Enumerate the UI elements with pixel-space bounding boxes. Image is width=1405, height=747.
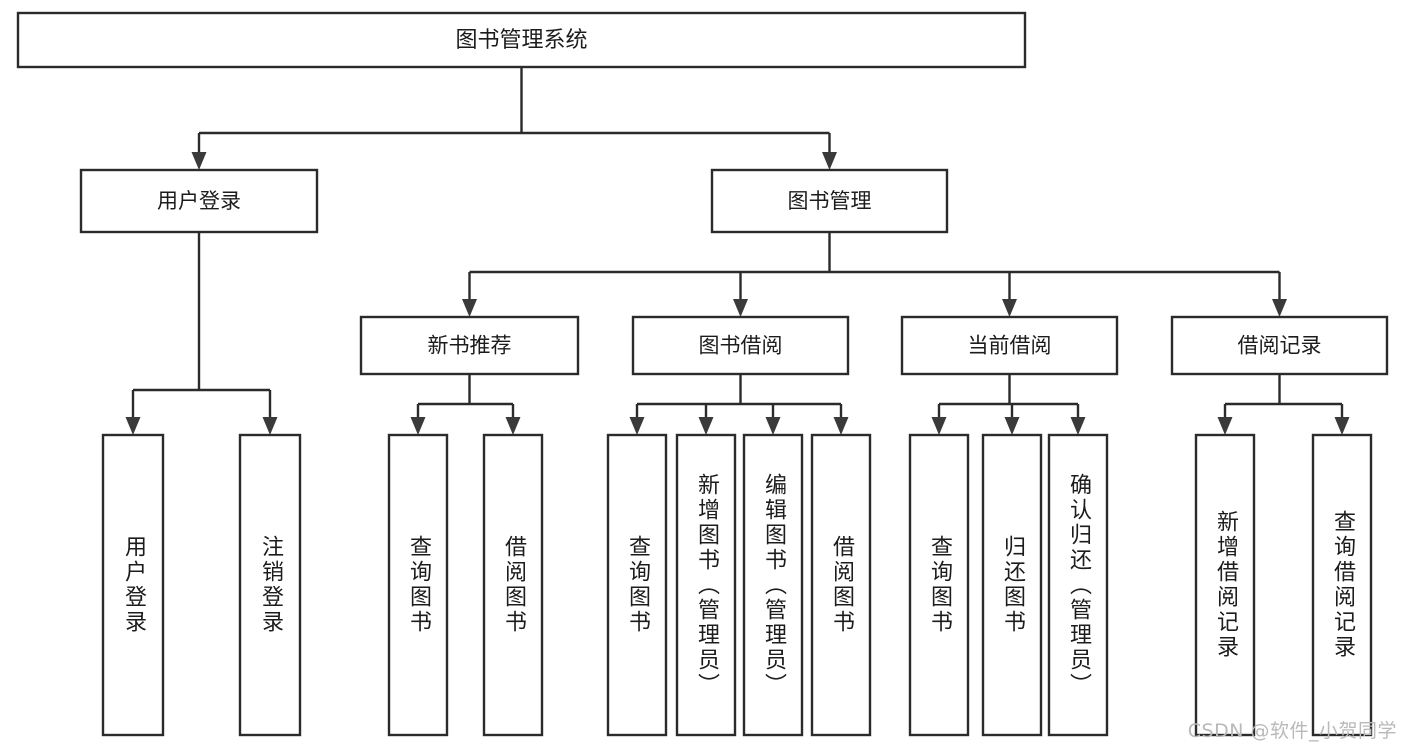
node-l3-2-label: 当前借阅 [968, 334, 1052, 358]
node-l2-1-label: 图书管理 [788, 189, 872, 213]
node-leaf-12-rect[interactable] [1311, 433, 1373, 737]
node-leaf-8[interactable] [908, 433, 970, 737]
node-l3-1-rect[interactable] [631, 315, 850, 376]
node-leaf-9-rect[interactable] [981, 433, 1043, 737]
conn-用户登录-branch-0-arrowhead [125, 417, 141, 435]
node-root[interactable]: 图书管理系统 [16, 11, 1027, 69]
node-leaf-4-rect[interactable] [606, 433, 668, 737]
node-leaf-7[interactable] [810, 433, 872, 737]
node-l2-0[interactable]: 用户登录 [79, 168, 319, 234]
node-leaf-3[interactable] [482, 433, 544, 737]
node-l3-3-rect[interactable] [1170, 315, 1389, 376]
node-leaf-10-rect[interactable] [1047, 433, 1109, 737]
node-l3-1-label: 图书借阅 [699, 334, 783, 358]
node-leaf-5-rect[interactable] [675, 433, 737, 737]
node-l2-1-rect[interactable] [710, 168, 949, 234]
node-l3-0-label: 新书推荐 [428, 334, 512, 358]
conn-借阅记录-branch-0-arrowhead [1217, 417, 1233, 435]
node-leaf-11[interactable] [1194, 433, 1256, 737]
conn-bookmgmt-branch-3-arrowhead [1272, 299, 1287, 317]
watermark-text: CSDN @软件_小贺同学 [1187, 720, 1397, 742]
node-leaf-12[interactable] [1311, 433, 1373, 737]
node-root-label: 图书管理系统 [455, 28, 587, 53]
node-l3-3-label: 借阅记录 [1238, 334, 1322, 358]
node-leaf-1-rect[interactable] [238, 433, 302, 737]
conn-当前借阅-branch-1-arrowhead [1004, 417, 1020, 435]
node-l3-0-rect[interactable] [359, 315, 580, 376]
node-leaf-10[interactable] [1047, 433, 1109, 737]
node-l2-1[interactable]: 图书管理 [710, 168, 949, 234]
conn-新书推荐-branch-1-arrowhead [505, 417, 521, 435]
node-leaf-3-rect[interactable] [482, 433, 544, 737]
node-leaf-6[interactable] [742, 433, 804, 737]
node-l3-2-rect[interactable] [900, 315, 1119, 376]
node-leaf-0-rect[interactable] [101, 433, 165, 737]
node-l2-0-rect[interactable] [79, 168, 319, 234]
node-l3-0[interactable]: 新书推荐 [359, 315, 580, 376]
node-leaf-1[interactable] [238, 433, 302, 737]
node-l3-2[interactable]: 当前借阅 [900, 315, 1119, 376]
conn-root-branch-0-arrowhead [191, 152, 207, 170]
node-leaf-0[interactable] [101, 433, 165, 737]
connectors-layer [125, 67, 1350, 435]
conn-当前借阅-branch-2-arrowhead [1070, 417, 1086, 435]
conn-bookmgmt-branch-2-arrowhead [1002, 299, 1017, 317]
conn-bookmgmt-branch-1-arrowhead [733, 299, 748, 317]
conn-借阅记录-branch-1-arrowhead [1334, 417, 1350, 435]
conn-图书借阅-branch-2-arrowhead [765, 417, 781, 435]
conn-用户登录-branch-1-arrowhead [262, 417, 278, 435]
node-leaf-2[interactable] [387, 433, 449, 737]
node-leaf-5[interactable] [675, 433, 737, 737]
node-l3-3[interactable]: 借阅记录 [1170, 315, 1389, 376]
conn-图书借阅-branch-0-arrowhead [629, 417, 645, 435]
node-root-rect[interactable] [16, 11, 1027, 69]
conn-bookmgmt-branch-0-arrowhead [462, 299, 477, 317]
node-leaf-9[interactable] [981, 433, 1043, 737]
conn-图书借阅-branch-3-arrowhead [833, 417, 849, 435]
node-leaf-6-rect[interactable] [742, 433, 804, 737]
conn-root-branch-1-arrowhead [822, 152, 837, 170]
node-l2-0-label: 用户登录 [157, 189, 241, 213]
node-leaf-11-rect[interactable] [1194, 433, 1256, 737]
node-leaf-2-rect[interactable] [387, 433, 449, 737]
conn-当前借阅-branch-0-arrowhead [931, 417, 947, 435]
node-l3-1[interactable]: 图书借阅 [631, 315, 850, 376]
node-leaf-7-rect[interactable] [810, 433, 872, 737]
node-leaf-4[interactable] [606, 433, 668, 737]
conn-图书借阅-branch-1-arrowhead [698, 417, 714, 435]
conn-新书推荐-branch-0-arrowhead [410, 417, 426, 435]
node-leaf-8-rect[interactable] [908, 433, 970, 737]
